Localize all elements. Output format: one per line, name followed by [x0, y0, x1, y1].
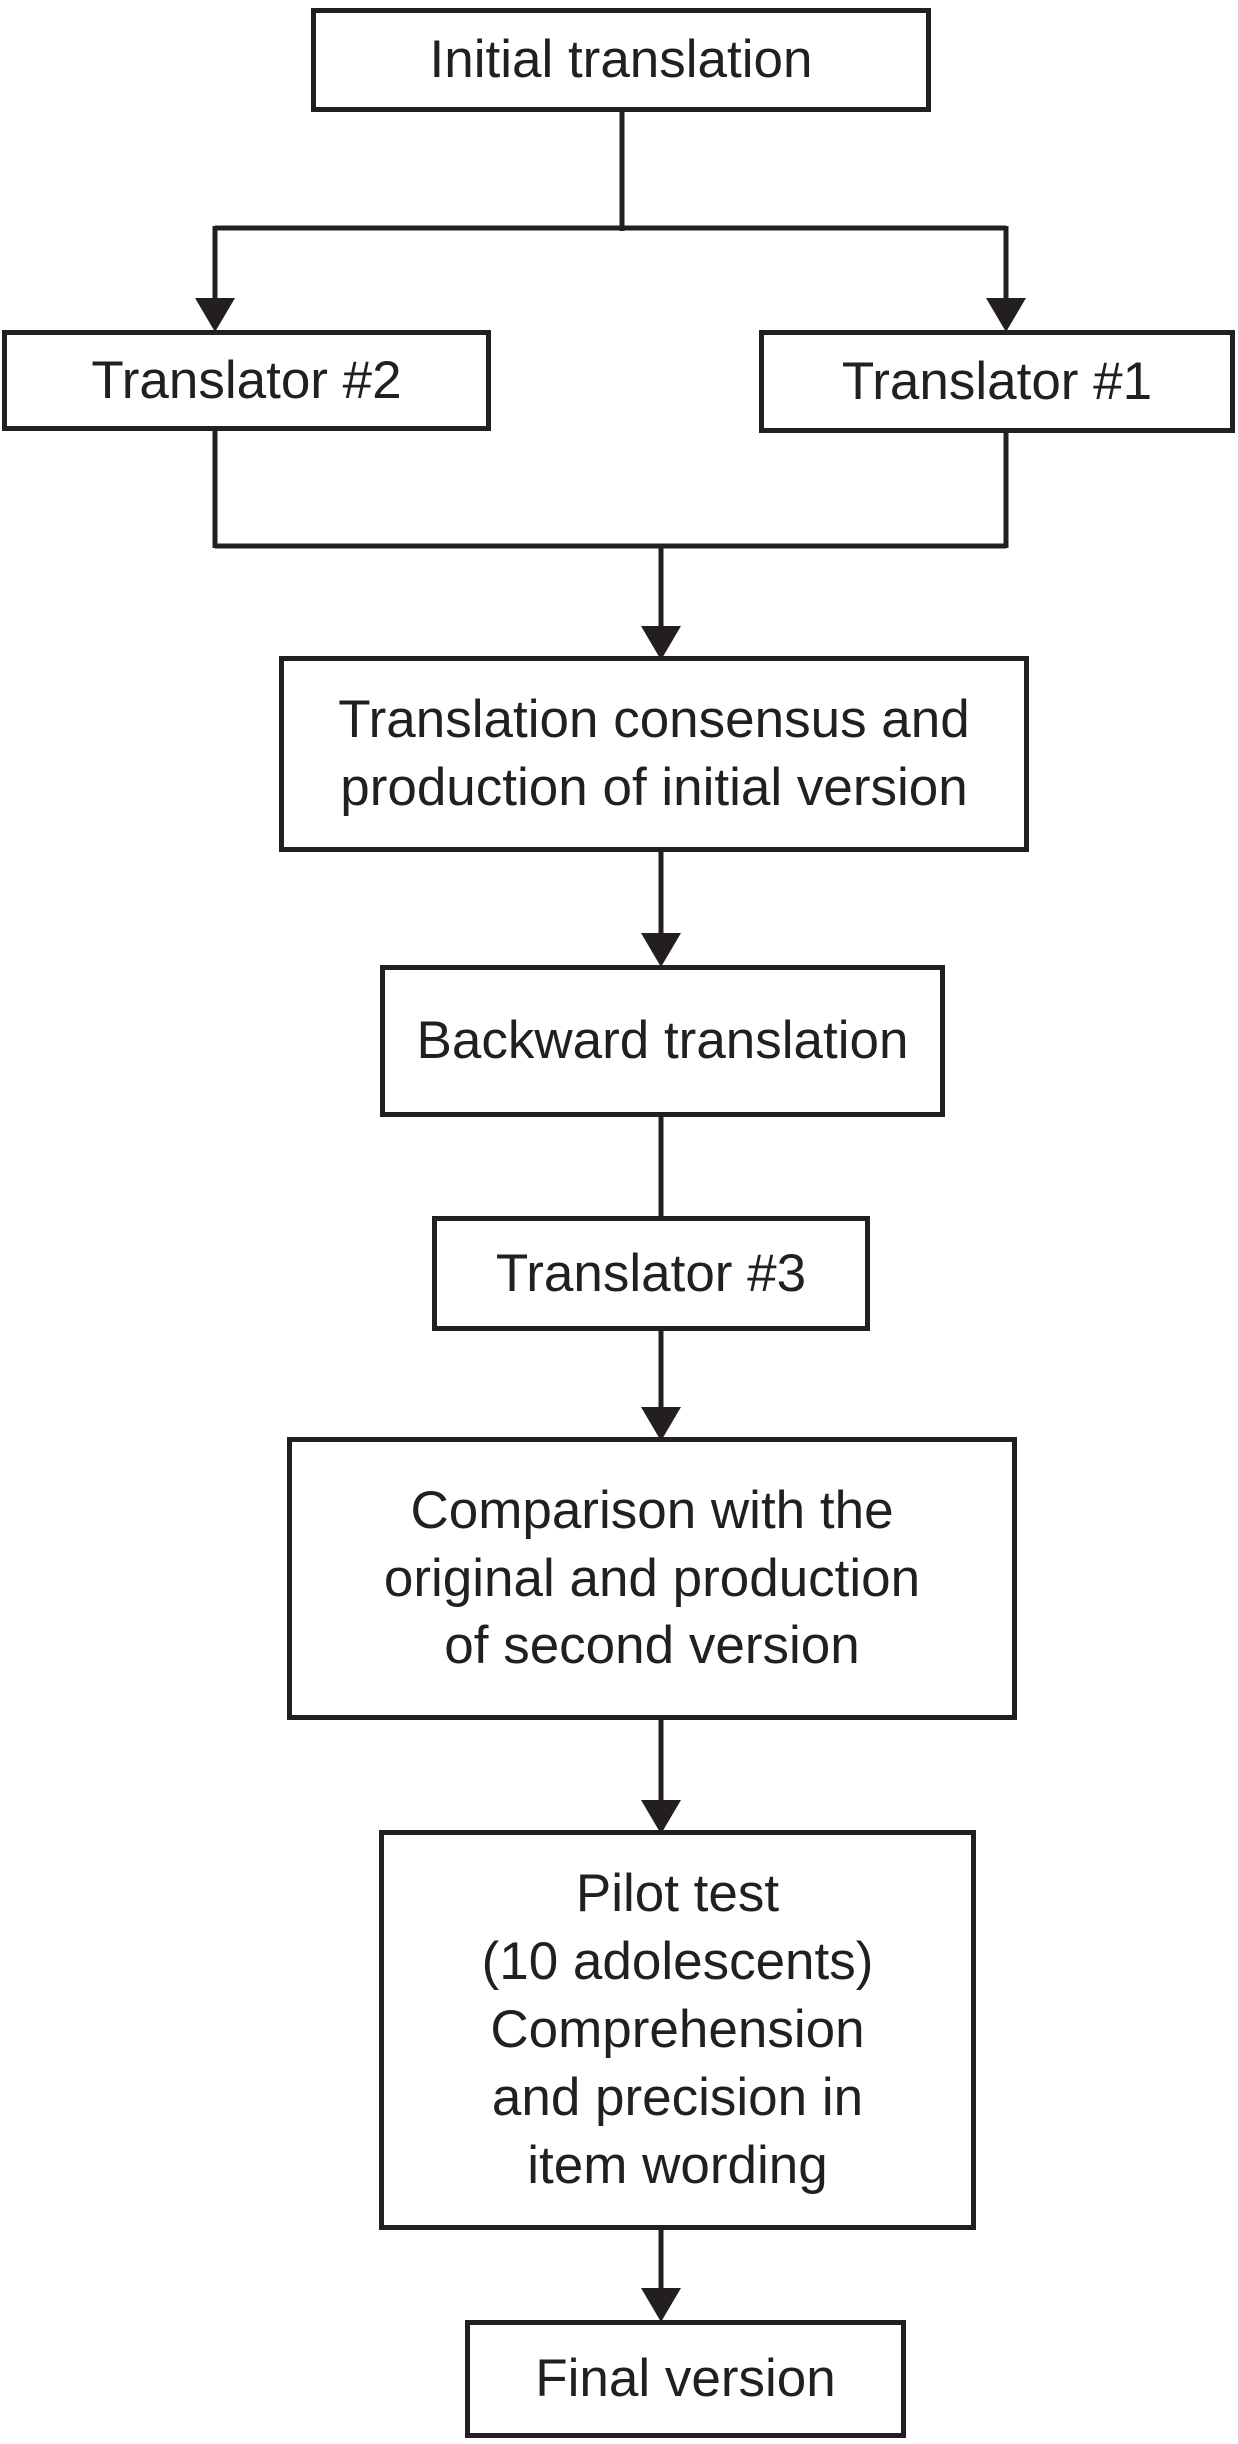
node-label-line: (10 adolescents) — [481, 1932, 874, 1992]
node-label-line: Initial translation — [429, 30, 813, 90]
node-label-line: and precision in — [491, 2067, 864, 2127]
node-translation-consensus: Translation consensus and production of … — [279, 656, 1029, 852]
node-label-line: Comprehension — [490, 2000, 865, 2060]
node-label-line: Final version — [535, 2349, 836, 2409]
node-backward-translation: Backward translation — [380, 965, 945, 1117]
arrowhead-to-translator1 — [986, 298, 1026, 332]
node-label-line: of second version — [444, 1616, 860, 1676]
arrowhead-to-consensus — [641, 626, 681, 660]
arrowhead-to-translator2 — [195, 298, 235, 332]
node-label-line: Translator #2 — [91, 350, 402, 410]
arrowhead-to-pilot — [641, 1800, 681, 1834]
node-translator-1: Translator #1 — [759, 330, 1235, 433]
node-comparison-with-original: Comparison with the original and product… — [287, 1437, 1017, 1720]
arrowhead-to-comparison — [641, 1407, 681, 1441]
node-label-line: Translation consensus and — [338, 690, 970, 750]
node-translator-3: Translator #3 — [432, 1216, 870, 1331]
node-label-line: production of initial version — [340, 758, 968, 817]
node-label-line: Pilot test — [575, 1864, 780, 1924]
node-label-line: Backward translation — [416, 1011, 909, 1071]
node-label-line: item wording — [527, 2135, 828, 2195]
arrowhead-to-backward — [641, 933, 681, 967]
node-label-line: Translator #3 — [495, 1243, 807, 1303]
node-final-version: Final version — [465, 2320, 906, 2438]
node-pilot-test: Pilot test (10 adolescents) Comprehensio… — [379, 1830, 976, 2230]
arrowhead-to-final — [641, 2288, 681, 2322]
node-label-line: Comparison with the — [410, 1480, 894, 1540]
node-label-line: original and production — [383, 1548, 921, 1608]
node-initial-translation: Initial translation — [311, 8, 931, 112]
node-translator-2: Translator #2 — [2, 330, 491, 431]
node-label-line: Translator #1 — [841, 351, 1153, 411]
